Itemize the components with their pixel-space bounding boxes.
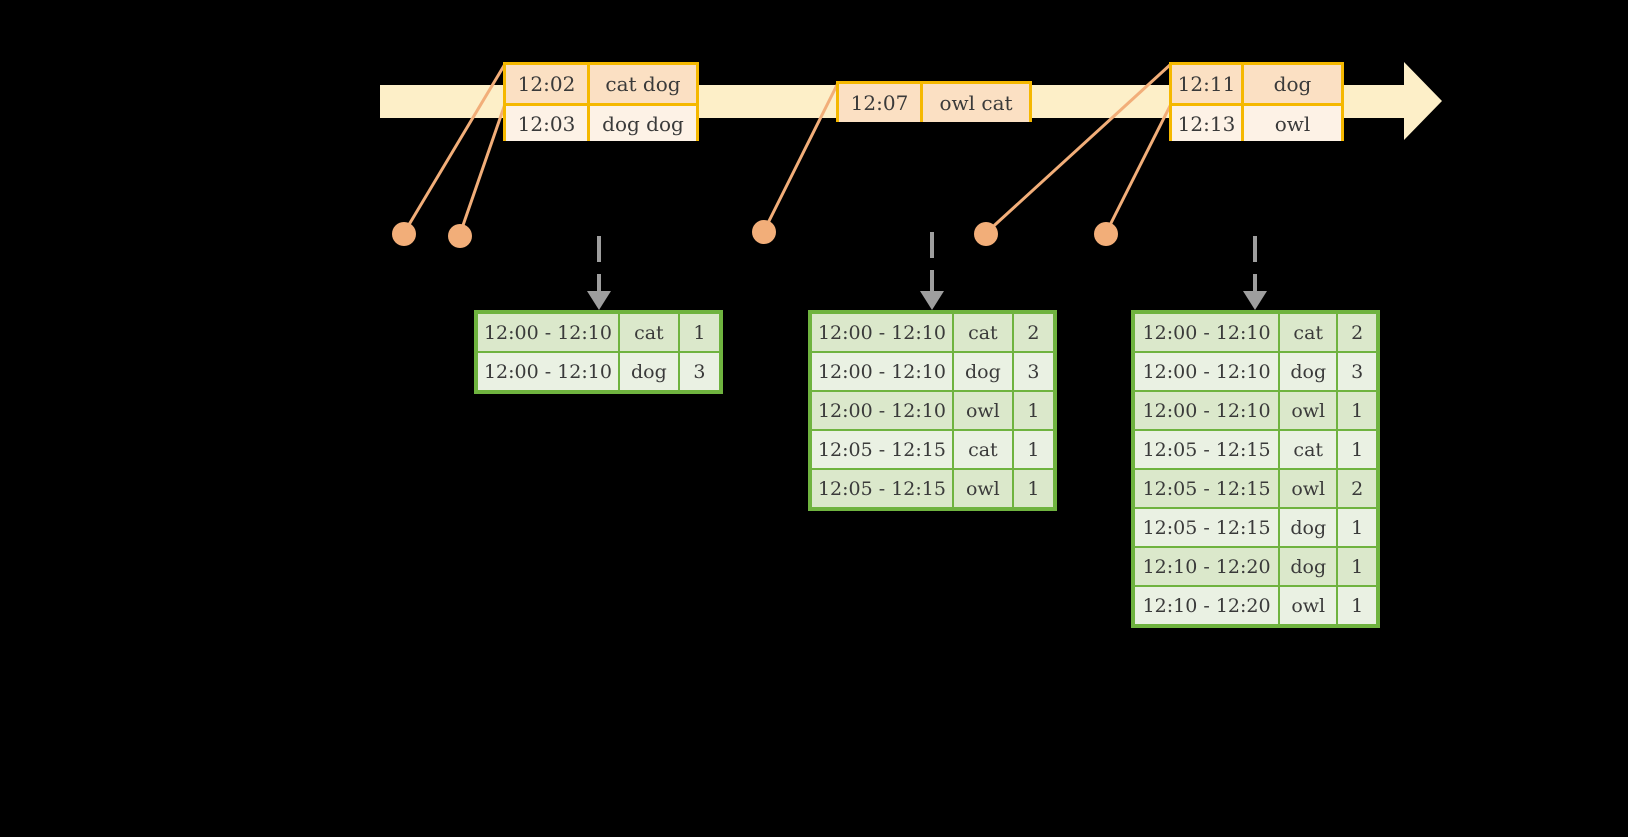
count-cell: 3 [679,353,719,390]
event-marker-dot[interactable] [752,220,776,244]
window-cell: 12:05 - 12:15 [1135,431,1279,468]
count-cell: 1 [1013,392,1053,429]
event-row: 12:07 owl cat [839,84,1029,122]
key-cell: cat [1280,314,1337,351]
key-cell: cat [953,431,1012,468]
key-cell: dog [1280,548,1337,585]
window-cell: 12:05 - 12:15 [812,431,952,468]
window-cell: 12:00 - 12:10 [478,353,618,390]
window-cell: 12:00 - 12:10 [812,353,952,390]
event-marker-dot[interactable] [1094,222,1118,246]
event-marker-dot[interactable] [392,222,416,246]
event-value: dog [1273,72,1312,96]
dashed-arrow-2 [920,232,944,310]
event-row: 12:11 dog [1172,65,1341,103]
count-cell: 3 [1013,353,1053,390]
window-cell: 12:00 - 12:10 [478,314,618,351]
key-cell: dog [619,353,678,390]
event-row: 12:03 dog dog [506,103,696,141]
event-time: 12:07 [839,84,923,122]
count-cell: 3 [1338,353,1376,390]
event-time: 12:11 [1172,65,1244,103]
key-cell: owl [1280,470,1337,507]
event-marker-dot[interactable] [974,222,998,246]
key-cell: cat [1280,431,1337,468]
event-box-3[interactable]: 12:11 dog 12:13 owl [1169,62,1344,141]
dashed-arrow-1 [587,236,611,310]
window-cell: 12:05 - 12:15 [1135,509,1279,546]
count-cell: 2 [1013,314,1053,351]
key-cell: cat [619,314,678,351]
count-cell: 2 [1338,314,1376,351]
count-cell: 1 [1013,431,1053,468]
count-cell: 1 [1338,548,1376,585]
key-cell: owl [1280,392,1337,429]
window-cell: 12:05 - 12:15 [1135,470,1279,507]
window-cell: 12:00 - 12:10 [1135,392,1279,429]
key-cell: dog [1280,353,1337,390]
event-value: owl [1274,111,1311,136]
event-box-2[interactable]: 12:07 owl cat [836,81,1032,122]
count-cell: 1 [1013,470,1053,507]
window-cell: 12:05 - 12:15 [812,470,952,507]
event-time: 12:02 [506,65,590,103]
window-cell: 12:10 - 12:20 [1135,548,1279,585]
event-row: 12:13 owl [1172,103,1341,141]
event-row: 12:02 cat dog [506,65,696,103]
connector-line-2 [458,103,507,235]
count-cell: 1 [1338,431,1376,468]
event-value: cat dog [605,72,681,96]
key-cell: dog [1280,509,1337,546]
key-cell: owl [953,470,1012,507]
timeline-arrowhead-icon [1404,62,1442,140]
event-value: dog dog [602,111,684,136]
window-cell: 12:10 - 12:20 [1135,587,1279,624]
count-cell: 1 [1338,392,1376,429]
count-cell: 2 [1338,470,1376,507]
event-time: 12:13 [1172,106,1244,141]
event-box-1[interactable]: 12:02 cat dog 12:03 dog dog [503,62,699,141]
key-cell: owl [1280,587,1337,624]
window-cell: 12:00 - 12:10 [812,392,952,429]
connector-line-5 [1104,103,1173,234]
dashed-arrow-3 [1243,236,1267,310]
count-cell: 1 [1338,587,1376,624]
event-value: owl cat [939,91,1013,115]
key-cell: cat [953,314,1012,351]
count-cell: 1 [679,314,719,351]
window-cell: 12:00 - 12:10 [812,314,952,351]
count-cell: 1 [1338,509,1376,546]
window-cell: 12:00 - 12:10 [1135,314,1279,351]
window-cell: 12:00 - 12:10 [1135,353,1279,390]
key-cell: owl [953,392,1012,429]
event-time: 12:03 [506,106,590,141]
key-cell: dog [953,353,1012,390]
event-marker-dot[interactable] [448,224,472,248]
